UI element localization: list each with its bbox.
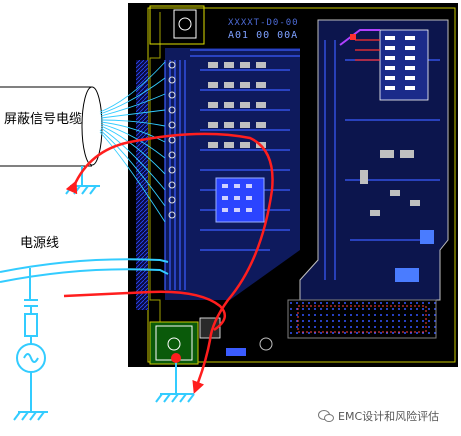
power-source-schematic [13, 299, 48, 421]
ground-strip [136, 60, 148, 310]
shielded-cable-label: 屏蔽信号电缆 [4, 112, 83, 127]
wechat-icon [318, 410, 334, 422]
right-connector [339, 29, 429, 101]
current-path-arrows [63, 132, 274, 394]
signal-traces [164, 40, 440, 290]
watermark-text: EMC设计和风险评估 [338, 410, 440, 423]
connector-outline [149, 5, 205, 45]
silkscreen-revision: A01 00 00A [228, 30, 299, 41]
central-ic [215, 177, 265, 223]
watermark: EMC设计和风险评估 [318, 408, 439, 424]
silkscreen-part-number: XXXXT-D0-00 [228, 18, 299, 28]
power-line-label: 电源线 [20, 236, 60, 251]
ground-point [171, 353, 181, 363]
right-components [360, 150, 434, 282]
